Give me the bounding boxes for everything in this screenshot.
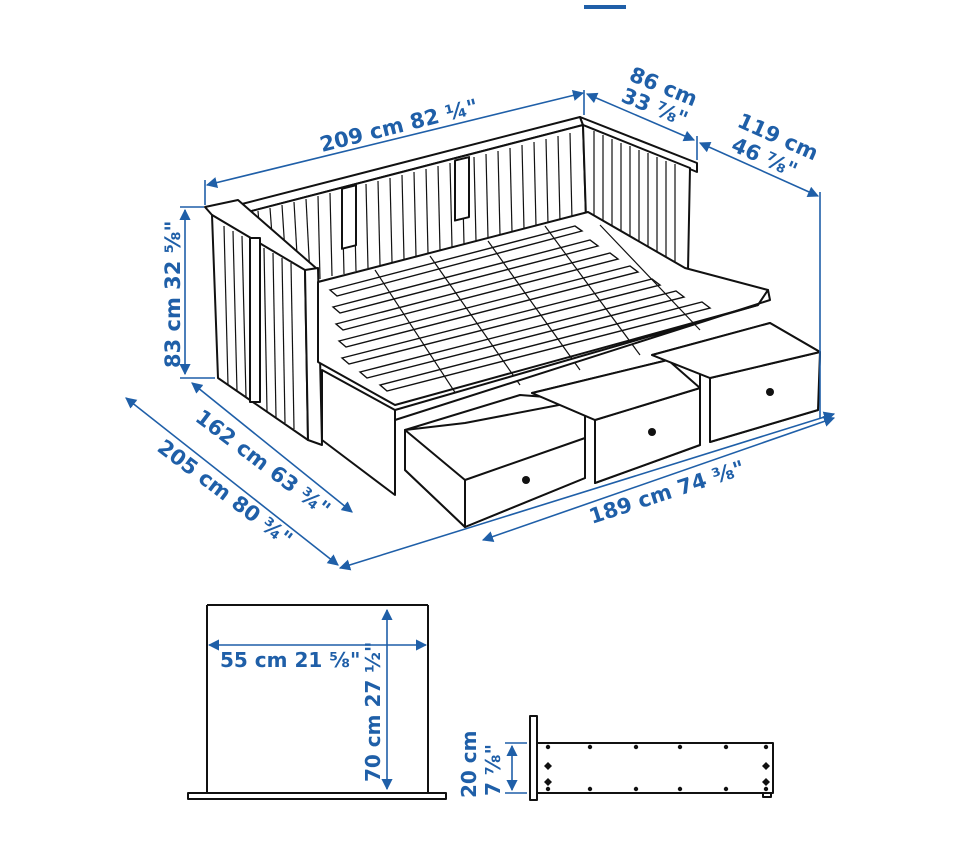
drawer-left: [404, 394, 586, 528]
drawer-top-view: [187, 604, 447, 800]
drawer-depth-label: 70 cm 27 ½": [361, 642, 385, 782]
daybed-dimension-lines: [125, 89, 836, 571]
top-tab-indicator: [584, 5, 626, 9]
drawer-height-inch-label: 7 ⅞": [481, 744, 505, 796]
outer-depth-label: 205 cm 80 ¾": [153, 435, 297, 552]
width-frame-label: 209 cm 82 ¼": [317, 94, 480, 156]
drawer-side-view: [505, 715, 774, 801]
drawer-width-label: 55 cm 21 ⅝": [220, 648, 360, 672]
height-label: 83 cm 32 ⅝": [161, 221, 185, 368]
drawer-height-cm-label: 20 cm: [457, 731, 481, 799]
